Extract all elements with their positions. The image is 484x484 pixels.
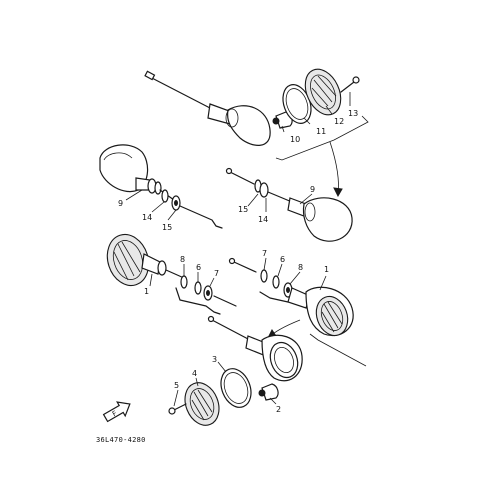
callout-3: 3 bbox=[212, 355, 217, 364]
callout-labels: 10 11 12 13 9 14 15 15 14 9 1 8 6 7 7 6 … bbox=[118, 109, 358, 414]
callout-5: 5 bbox=[174, 381, 179, 390]
flasher-housing-lower bbox=[207, 315, 303, 382]
callout-6a: 6 bbox=[196, 263, 201, 272]
front-marker-label: F bbox=[111, 409, 118, 418]
callout-7a: 7 bbox=[214, 269, 219, 278]
lock-washer-part-14a bbox=[161, 189, 169, 203]
callout-1a: 1 bbox=[144, 287, 149, 296]
front-right-flasher-assembly bbox=[106, 233, 185, 287]
callout-8b: 8 bbox=[298, 263, 303, 272]
washer-part-6a bbox=[194, 281, 202, 295]
spacer-part-8a bbox=[180, 275, 188, 289]
callout-8a: 8 bbox=[180, 255, 185, 264]
callout-9a: 9 bbox=[118, 199, 123, 208]
callout-15b: 15 bbox=[238, 205, 248, 214]
callout-7b: 7 bbox=[262, 249, 267, 258]
callout-11: 11 bbox=[316, 127, 326, 136]
callout-2: 2 bbox=[276, 405, 281, 414]
screw-part-5 bbox=[168, 403, 187, 415]
callout-13: 13 bbox=[348, 109, 358, 118]
gasket-part-3 bbox=[220, 368, 252, 408]
front-direction-arrow-icon: F bbox=[102, 401, 131, 423]
callout-1b: 1 bbox=[324, 265, 329, 274]
callout-14b: 14 bbox=[258, 215, 268, 224]
callout-15a: 15 bbox=[162, 223, 172, 232]
callout-10: 10 bbox=[290, 135, 300, 144]
callout-4: 4 bbox=[192, 369, 197, 378]
bulb-part-2 bbox=[258, 383, 279, 401]
callout-6b: 6 bbox=[280, 255, 285, 264]
lens-part-4 bbox=[184, 382, 220, 426]
lens-part-12 bbox=[304, 68, 342, 116]
rear-left-flasher-assembly bbox=[225, 167, 353, 242]
front-left-flasher-assembly bbox=[99, 144, 175, 201]
diagram-part-code: 36L470-4280 bbox=[96, 436, 146, 444]
group-bracket-line bbox=[275, 115, 369, 161]
group-bracket-line-lower bbox=[309, 333, 367, 367]
callout-12: 12 bbox=[334, 117, 344, 126]
front-right-lower-flasher-assembly bbox=[228, 257, 354, 337]
callout-leaders bbox=[125, 92, 351, 407]
rear-right-flasher-assembly bbox=[144, 70, 271, 146]
callout-14a: 14 bbox=[142, 213, 152, 222]
callout-9b: 9 bbox=[310, 185, 315, 194]
screw-part-13 bbox=[340, 76, 360, 93]
